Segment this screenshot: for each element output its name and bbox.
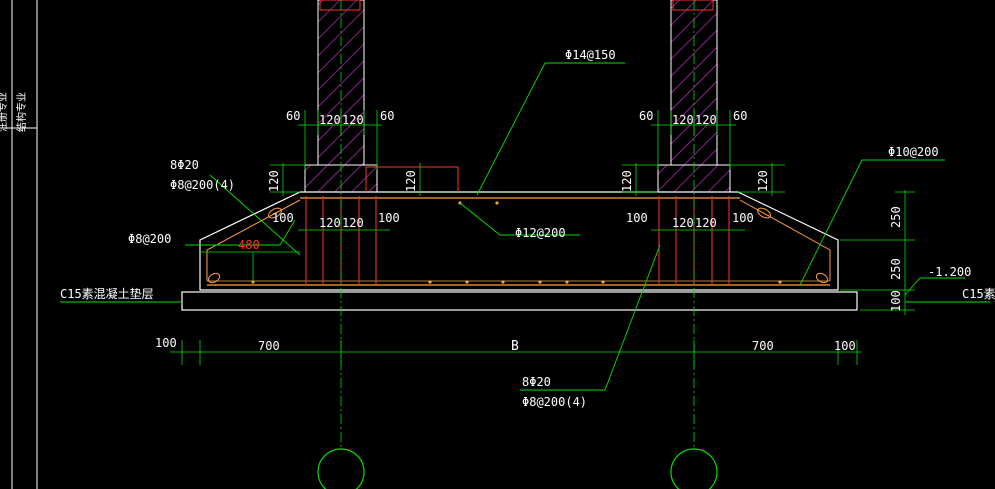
axis-bubble-right [670, 448, 718, 489]
dim-120-inner-4: 120 [695, 216, 717, 230]
label-left-stirrup: Φ8@200(4) [170, 178, 235, 192]
dim-b: B [511, 339, 519, 354]
dimension-lines [170, 110, 915, 365]
dim-700-left: 700 [258, 339, 280, 353]
dim-120-inner-3: 120 [672, 216, 694, 230]
label-level: -1.200 [928, 265, 971, 279]
dim-120-left-2: 120 [342, 113, 364, 127]
dim-700-right: 700 [752, 339, 774, 353]
dim-120-v3: 120 [620, 170, 634, 192]
label-rebar-right-top: Φ10@200 [888, 145, 939, 159]
dim-120-right-1: 120 [672, 113, 694, 127]
dim-60-left-1: 60 [286, 109, 300, 123]
dim-100-bottom-right: 100 [834, 339, 856, 353]
label-dim-480: 480 [238, 238, 260, 252]
dim-120-inner-2: 120 [342, 216, 364, 230]
dim-120-right-2: 120 [695, 113, 717, 127]
label-cushion-right: C15素 [962, 287, 995, 301]
dim-120-v4: 120 [756, 170, 770, 192]
dim-60-right-1: 60 [639, 109, 653, 123]
label-rebar-top: Φ14@150 [565, 48, 616, 62]
side-label-2: 结构专业 [15, 92, 28, 132]
leader-lines [60, 62, 990, 391]
right-column-cap [672, 0, 714, 11]
footing-outline [199, 191, 839, 291]
label-left-main: 8Φ20 [170, 158, 199, 172]
axis-bubble-left [317, 448, 365, 489]
dim-100-v: 100 [889, 290, 903, 312]
cushion-layer [181, 291, 858, 311]
dim-100-inner-2: 100 [378, 211, 400, 225]
label-rebar-mid: Φ12@200 [515, 226, 566, 240]
side-label-1: 注册专业 [0, 92, 9, 132]
dim-120-v2: 120 [404, 170, 418, 192]
label-bottom-main: 8Φ20 [522, 375, 551, 389]
left-column-cap [319, 0, 361, 11]
dim-100-inner-3: 100 [626, 211, 648, 225]
label-bottom-stirrup: Φ8@200(4) [522, 395, 587, 409]
dim-250-v1: 250 [889, 206, 903, 228]
label-left-side: Φ8@200 [128, 232, 171, 246]
dim-100-bottom-left: 100 [155, 336, 177, 350]
label-cushion-left: C15素混凝土垫层 [60, 286, 154, 301]
dim-250-v2: 250 [889, 258, 903, 280]
side-title-strip: 注册专业 结构专业 [0, 0, 38, 489]
dim-60-right-2: 60 [733, 109, 747, 123]
dim-100-inner-1: 100 [272, 211, 294, 225]
dim-100-inner-4: 100 [732, 211, 754, 225]
dim-120-left-1: 120 [319, 113, 341, 127]
dim-120-v1: 120 [267, 170, 281, 192]
dim-60-left-2: 60 [380, 109, 394, 123]
dim-120-inner-1: 120 [319, 216, 341, 230]
